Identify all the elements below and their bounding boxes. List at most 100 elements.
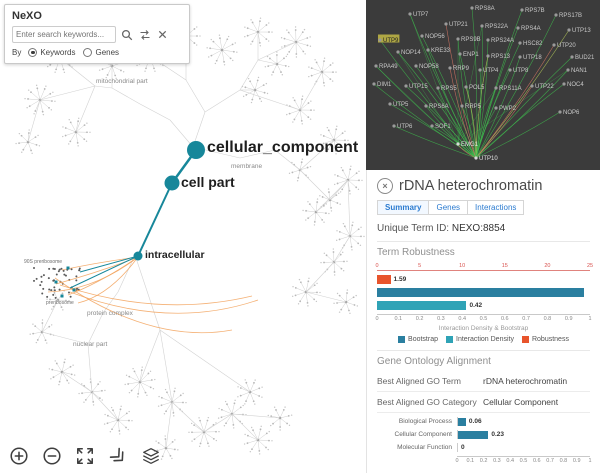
gene-node[interactable] — [392, 124, 396, 128]
gene-node[interactable] — [520, 8, 524, 12]
gene-label[interactable]: NOP14 — [401, 50, 421, 56]
tree-node-90s-preribosome[interactable]: 90S preribosome — [24, 259, 63, 265]
tree-cluster-node[interactable] — [60, 294, 64, 298]
gene-node[interactable] — [456, 142, 460, 146]
gene-label[interactable]: RPS11A — [499, 86, 522, 92]
gene-label[interactable]: UTP5 — [393, 102, 409, 108]
zoom-in-icon[interactable] — [8, 445, 30, 467]
gene-label[interactable]: UTP8 — [513, 68, 529, 74]
gene-label[interactable]: RPA49 — [379, 64, 398, 70]
gene-label[interactable]: RRP5 — [465, 104, 482, 110]
tree-node-mitochondrial-part[interactable]: mitochondrial part — [96, 78, 148, 85]
gene-label[interactable]: RPS6A — [429, 104, 449, 110]
tree-node-preribosome[interactable]: preribosome — [46, 300, 74, 306]
tree-node-membrane[interactable]: membrane — [231, 163, 263, 170]
gene-node[interactable] — [562, 82, 566, 86]
gene-label[interactable]: UTP10 — [479, 156, 498, 162]
gene-label[interactable]: DIM1 — [377, 82, 392, 88]
gene-node[interactable] — [404, 84, 408, 88]
tree-cluster-node[interactable] — [72, 288, 76, 292]
gene-label[interactable]: UTP15 — [409, 84, 428, 90]
gene-node[interactable] — [436, 86, 440, 90]
gene-node[interactable] — [460, 104, 464, 108]
gene-label[interactable]: UTP20 — [557, 43, 576, 49]
gene-label[interactable]: PWP2 — [499, 106, 517, 112]
gene-node[interactable] — [388, 102, 392, 106]
gene-node[interactable] — [426, 48, 430, 52]
gene-node[interactable] — [458, 52, 462, 56]
gene-label[interactable]: UTP21 — [449, 22, 468, 28]
gene-node[interactable] — [372, 82, 376, 86]
gene-node[interactable] — [470, 6, 474, 10]
gene-node[interactable] — [430, 124, 434, 128]
gene-node[interactable] — [478, 68, 482, 72]
search-by-genes[interactable]: Genes — [83, 48, 119, 57]
gene-label[interactable]: NOC4 — [567, 82, 584, 88]
gene-label[interactable]: RRP9 — [453, 66, 470, 72]
gene-node[interactable] — [456, 37, 460, 41]
gene-node[interactable] — [464, 85, 468, 89]
gene-label[interactable]: UTP18 — [523, 55, 542, 61]
gene-node[interactable] — [414, 64, 418, 68]
gene-label[interactable]: NOP58 — [419, 64, 439, 70]
tree-canvas[interactable] — [0, 0, 366, 473]
gene-node[interactable] — [508, 68, 512, 72]
clear-icon[interactable] — [155, 27, 170, 42]
expand-all-icon[interactable] — [107, 445, 129, 467]
gene-label[interactable]: RPS5 — [441, 86, 457, 92]
gene-node[interactable] — [378, 38, 382, 42]
tree-node-intracellular[interactable]: intracellular — [145, 249, 205, 261]
gene-node[interactable] — [552, 43, 556, 47]
gene-label[interactable]: NAN1 — [571, 68, 588, 74]
gene-node[interactable] — [518, 55, 522, 59]
reset-icon[interactable] — [137, 27, 152, 42]
gene-node[interactable] — [558, 110, 562, 114]
gene-label[interactable]: KRE33 — [431, 48, 451, 54]
gene-label[interactable]: RPS22A — [485, 24, 508, 30]
gene-label[interactable]: UTP13 — [572, 28, 591, 34]
gene-node[interactable] — [494, 106, 498, 110]
gene-node[interactable] — [408, 12, 412, 16]
gene-label[interactable]: RPS8A — [475, 6, 495, 12]
gene-label[interactable]: HSC82 — [523, 41, 543, 47]
search-input[interactable] — [12, 26, 116, 43]
gene-label[interactable]: RPS7B — [525, 8, 545, 14]
gene-label[interactable]: RPS13 — [491, 54, 511, 60]
gene-node[interactable] — [566, 68, 570, 72]
tab-genes[interactable]: Genes — [428, 200, 469, 215]
tab-interactions[interactable]: Interactions — [467, 200, 525, 215]
gene-node[interactable] — [530, 84, 534, 88]
gene-label[interactable]: RPS17B — [559, 13, 582, 19]
gene-label[interactable]: RPS24A — [491, 38, 514, 44]
gene-node[interactable] — [554, 13, 558, 17]
gene-node[interactable] — [486, 38, 490, 42]
gene-node[interactable] — [480, 24, 484, 28]
gene-node[interactable] — [374, 64, 378, 68]
gene-node[interactable] — [516, 26, 520, 30]
gene-label[interactable]: UTP9 — [383, 38, 399, 44]
gene-node[interactable] — [420, 34, 424, 38]
gene-label[interactable]: NOP6 — [563, 110, 580, 116]
gene-label[interactable]: ENP1 — [463, 52, 479, 58]
tree-cluster-node[interactable] — [66, 266, 70, 270]
gene-node[interactable] — [518, 41, 522, 45]
zoom-out-icon[interactable] — [41, 445, 63, 467]
tree-node-protein-complex[interactable]: protein complex — [87, 310, 133, 317]
gene-node[interactable] — [424, 104, 428, 108]
gene-label[interactable]: UTP4 — [483, 68, 499, 74]
gene-label[interactable]: UTP6 — [397, 124, 413, 130]
layers-icon[interactable] — [140, 445, 162, 467]
gene-node[interactable] — [396, 50, 400, 54]
close-icon[interactable]: × — [377, 178, 393, 194]
gene-node[interactable] — [444, 22, 448, 26]
tree-node-nuclear-part[interactable]: nuclear part — [73, 341, 108, 348]
gene-label[interactable]: RPS9B — [461, 37, 481, 43]
gene-label[interactable]: UTP7 — [413, 12, 429, 18]
gene-node[interactable] — [570, 55, 574, 59]
tree-node-cellular-component[interactable]: cellular_component — [207, 139, 359, 156]
tree-cluster-node[interactable] — [54, 280, 58, 284]
gene-label[interactable]: BUD21 — [575, 55, 595, 61]
fit-to-screen-icon[interactable] — [74, 445, 96, 467]
search-icon[interactable] — [119, 27, 134, 42]
